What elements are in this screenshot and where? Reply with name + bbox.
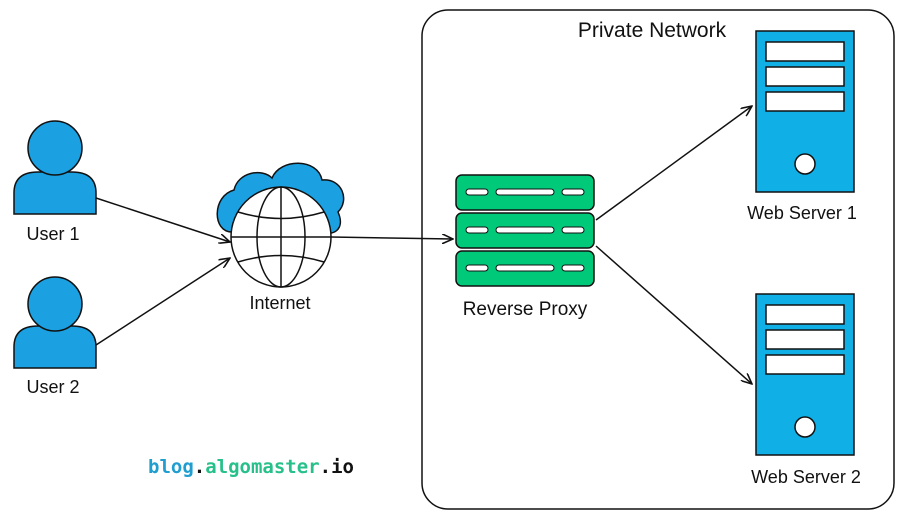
edge-proxy-server1 bbox=[595, 106, 752, 221]
edge-user2-internet bbox=[95, 258, 230, 346]
globe-icon bbox=[230, 186, 332, 288]
brand-part3: io bbox=[331, 456, 354, 478]
server-tower-icon bbox=[755, 30, 855, 193]
cloud-globe-icon bbox=[216, 162, 345, 288]
edges bbox=[95, 106, 752, 384]
brand-dot2: . bbox=[320, 456, 331, 478]
internet-label: Internet bbox=[249, 293, 310, 313]
server2-label: Web Server 2 bbox=[751, 467, 861, 487]
private-network-label: Private Network bbox=[578, 19, 727, 42]
node-server2: Web Server 2 bbox=[751, 293, 861, 487]
node-user2: User 2 bbox=[13, 276, 97, 397]
server-rack-icon bbox=[455, 174, 595, 287]
user-icon bbox=[13, 120, 97, 215]
user2-label: User 2 bbox=[26, 377, 79, 397]
server-tower-icon bbox=[755, 293, 855, 456]
brand-dot1: . bbox=[194, 456, 205, 478]
node-internet: Internet bbox=[216, 162, 345, 313]
user-icon bbox=[13, 276, 97, 369]
brand-part1: blog bbox=[148, 456, 194, 478]
brand-part2: algomaster bbox=[205, 456, 319, 478]
node-proxy: Reverse Proxy bbox=[455, 174, 595, 320]
node-server1: Web Server 1 bbox=[747, 30, 857, 223]
edge-proxy-server2 bbox=[595, 245, 752, 384]
node-user1: User 1 bbox=[13, 120, 97, 244]
brand-link[interactable]: blog.algomaster.io bbox=[148, 456, 354, 478]
edge-user1-internet bbox=[95, 197, 230, 242]
user1-label: User 1 bbox=[26, 224, 79, 244]
server1-label: Web Server 1 bbox=[747, 203, 857, 223]
proxy-label: Reverse Proxy bbox=[463, 299, 588, 320]
edge-internet-proxy bbox=[330, 237, 453, 239]
private-network-boundary bbox=[421, 9, 895, 510]
